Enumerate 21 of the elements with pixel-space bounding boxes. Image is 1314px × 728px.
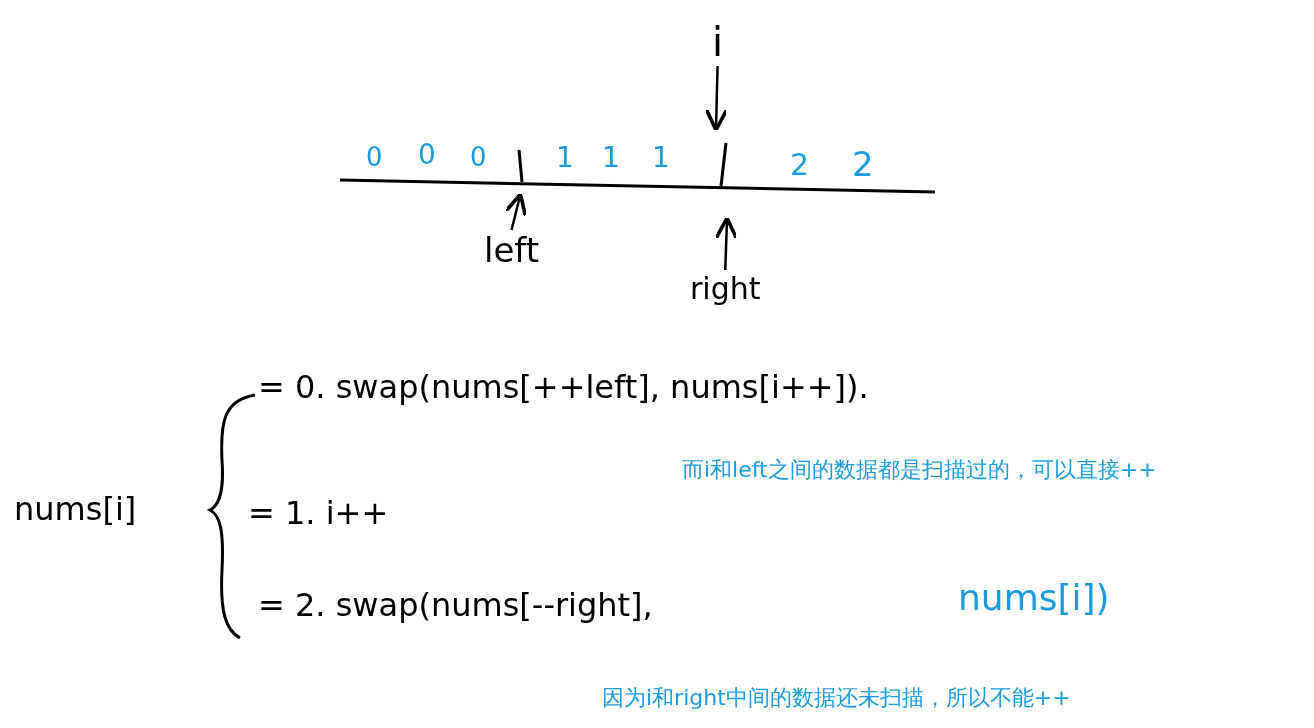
variable-label: nums[i] [14,492,137,528]
digit: 0 [470,143,487,172]
case-text: = 2. swap(nums[--right], [258,588,653,624]
note: 因为i和right中间的数据还未扫描，所以不能++ [602,686,1071,711]
digit: 1 [602,143,620,174]
digit: 0 [418,140,436,171]
pointer-label: left [484,232,540,270]
arrow [504,192,528,231]
arrow [704,65,729,132]
pointer-label: right [690,272,761,305]
digit: 1 [556,143,574,174]
digit: 2 [790,148,810,181]
arrow [714,216,739,271]
case-text: nums[i]) [958,578,1110,618]
note: 而i和left之间的数据都是扫描过的，可以直接++ [682,458,1157,483]
case-text: = 0. swap(nums[++left], nums[i++]). [258,370,869,406]
digit: 1 [652,143,670,174]
case-text: = 1. i++ [248,496,389,532]
pointer-label: i [712,20,724,64]
digit: 2 [852,146,874,184]
digit: 0 [366,143,383,172]
